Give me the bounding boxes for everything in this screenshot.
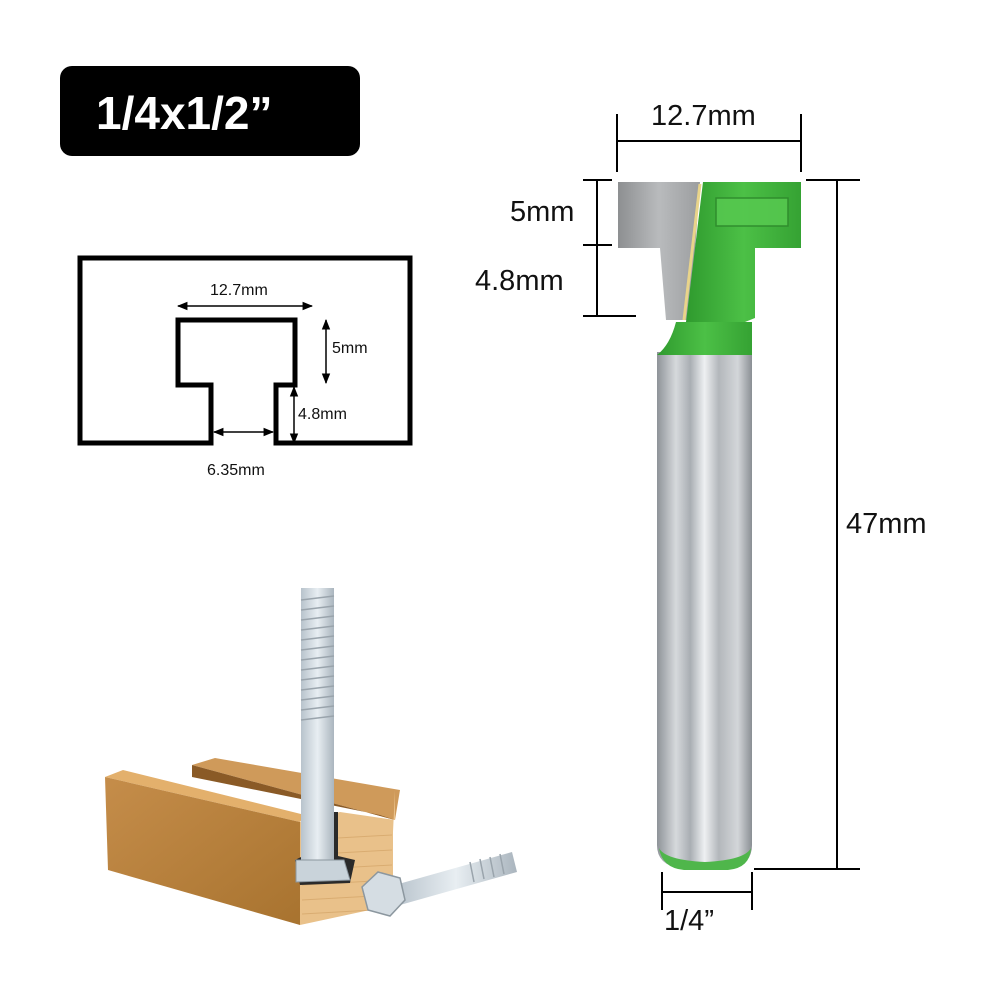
wood-block-illustration (105, 588, 517, 925)
cutter-height-label: 5mm (510, 196, 575, 228)
profile-neck-width-label: 6.35mm (207, 462, 265, 479)
profile-neck-height-label: 4.8mm (298, 406, 347, 423)
neck-height-label: 4.8mm (475, 265, 564, 297)
size-title: 1/4x1/2” (96, 87, 273, 139)
router-bit (618, 182, 801, 870)
profile-top-width-label: 12.7mm (210, 282, 268, 299)
bit-dimension-lines (583, 114, 860, 910)
cutter-diameter-label: 12.7mm (651, 100, 756, 132)
title-badge (60, 66, 360, 156)
shank-diameter-label: 1/4” (664, 905, 714, 937)
overall-length-label: 47mm (846, 508, 927, 540)
profile-diagram (77, 255, 413, 446)
profile-top-height-label: 5mm (332, 340, 368, 357)
